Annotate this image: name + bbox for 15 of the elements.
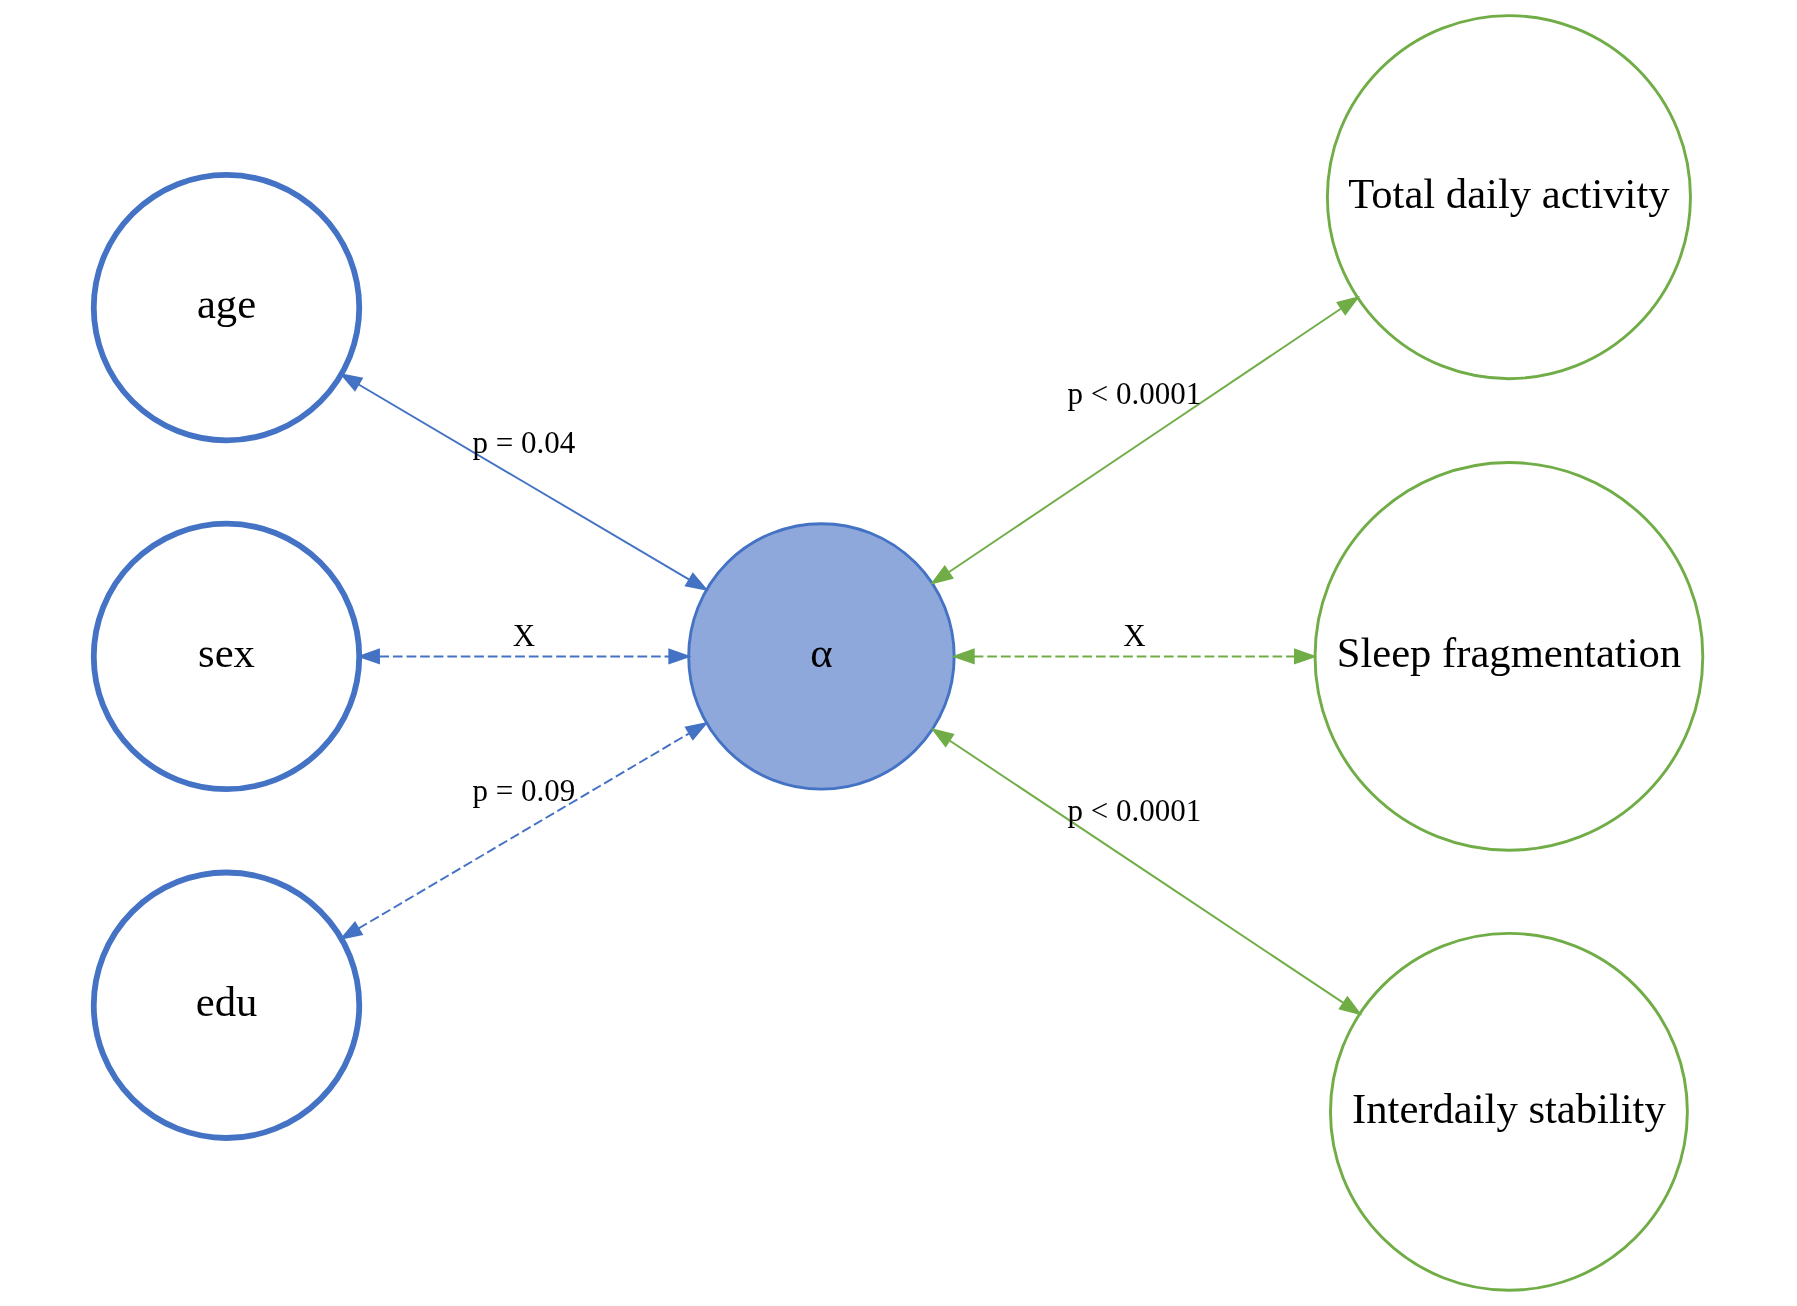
edge-label: X [512, 618, 536, 654]
node-circle: Total daily activity [1325, 14, 1692, 381]
edge-label: X [1123, 618, 1146, 654]
arrow [930, 295, 1360, 585]
arrow [339, 721, 709, 940]
edge-label: p < 0.0001 [1067, 376, 1202, 412]
edge-label: p < 0.0001 [1067, 792, 1202, 828]
edge-label: p = 0.09 [472, 773, 576, 809]
node-circle: Interdaily stability [1329, 931, 1689, 1292]
node-circle: Sleep fragmentation [1313, 461, 1705, 852]
arrow [930, 727, 1363, 1016]
arrow [951, 648, 1318, 665]
edge-label: p = 0.04 [472, 424, 576, 460]
arrow [339, 372, 709, 591]
node-circle: sex [90, 520, 363, 793]
